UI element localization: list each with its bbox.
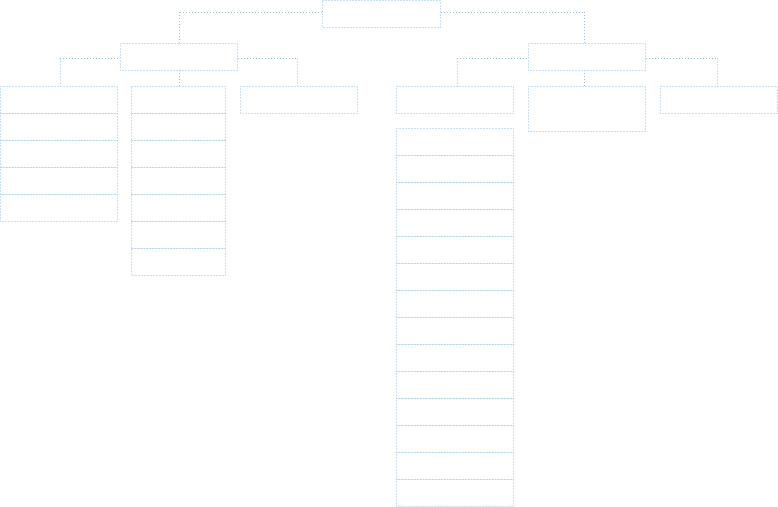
list-item-1-2-4-box bbox=[131, 194, 226, 222]
list-item-1-2-3-box bbox=[131, 167, 226, 195]
list-item-1-1-2-box bbox=[0, 140, 118, 168]
list-item-1-1-1 bbox=[0, 113, 118, 141]
list-item-2-1-8-box bbox=[396, 317, 514, 345]
list-item-2-1-14-box bbox=[396, 479, 514, 507]
branch-node-2-box bbox=[528, 43, 646, 71]
group-header-1-3 bbox=[240, 86, 358, 114]
list-item-2-1-9 bbox=[396, 344, 514, 372]
list-item-2-1-2-box bbox=[396, 155, 514, 183]
list-item-2-1-13 bbox=[396, 452, 514, 480]
list-item-2-1-10 bbox=[396, 371, 514, 399]
list-item-1-1-1-box bbox=[0, 113, 118, 141]
root-node-box bbox=[322, 0, 441, 28]
list-item-2-1-4-box bbox=[396, 209, 514, 237]
list-item-2-1-9-box bbox=[396, 344, 514, 372]
list-item-1-1-3-box bbox=[0, 167, 118, 195]
group-header-2-3 bbox=[660, 86, 778, 114]
group-header-1-1 bbox=[0, 86, 118, 114]
list-item-2-1-4 bbox=[396, 209, 514, 237]
group-header-2-2 bbox=[528, 86, 646, 132]
list-item-2-1-3 bbox=[396, 182, 514, 210]
group-header-1-2 bbox=[131, 86, 226, 114]
group-header-1-1-box bbox=[0, 86, 118, 114]
branch-node-2 bbox=[528, 43, 646, 71]
list-item-2-1-11-box bbox=[396, 398, 514, 426]
branch-node-1-box bbox=[120, 43, 238, 71]
group-header-2-3-box bbox=[660, 86, 778, 114]
list-item-1-2-2 bbox=[131, 140, 226, 168]
connector-lines bbox=[60, 12, 718, 86]
list-item-1-2-1 bbox=[131, 113, 226, 141]
list-item-2-1-2 bbox=[396, 155, 514, 183]
list-item-1-2-2-box bbox=[131, 140, 226, 168]
list-item-2-1-1-box bbox=[396, 128, 514, 156]
list-item-1-2-4 bbox=[131, 194, 226, 222]
list-item-1-1-4 bbox=[0, 194, 118, 222]
list-item-2-1-13-box bbox=[396, 452, 514, 480]
list-item-1-2-6-box bbox=[131, 248, 226, 276]
group-header-2-1-box bbox=[396, 86, 514, 114]
list-item-2-1-6-box bbox=[396, 263, 514, 291]
list-item-2-1-5-box bbox=[396, 236, 514, 264]
list-item-2-1-7 bbox=[396, 290, 514, 318]
list-item-2-1-10-box bbox=[396, 371, 514, 399]
list-item-2-1-6 bbox=[396, 263, 514, 291]
list-item-2-1-1 bbox=[396, 128, 514, 156]
list-item-2-1-5 bbox=[396, 236, 514, 264]
list-item-1-1-3 bbox=[0, 167, 118, 195]
group-header-2-1 bbox=[396, 86, 514, 114]
list-item-2-1-8 bbox=[396, 317, 514, 345]
list-item-2-1-12 bbox=[396, 425, 514, 453]
list-item-1-2-5-box bbox=[131, 221, 226, 249]
list-item-2-1-3-box bbox=[396, 182, 514, 210]
list-item-1-1-2 bbox=[0, 140, 118, 168]
list-item-2-1-12-box bbox=[396, 425, 514, 453]
list-item-2-1-14 bbox=[396, 479, 514, 507]
list-item-1-2-1-box bbox=[131, 113, 226, 141]
root-node bbox=[322, 0, 441, 28]
list-item-2-1-11 bbox=[396, 398, 514, 426]
branch-node-1 bbox=[120, 43, 238, 71]
group-header-1-2-box bbox=[131, 86, 226, 114]
group-header-1-3-box bbox=[240, 86, 358, 114]
group-header-2-2-box bbox=[528, 86, 646, 132]
list-item-1-1-4-box bbox=[0, 194, 118, 222]
list-item-1-2-6 bbox=[131, 248, 226, 276]
list-item-1-2-3 bbox=[131, 167, 226, 195]
list-item-2-1-7-box bbox=[396, 290, 514, 318]
list-item-1-2-5 bbox=[131, 221, 226, 249]
